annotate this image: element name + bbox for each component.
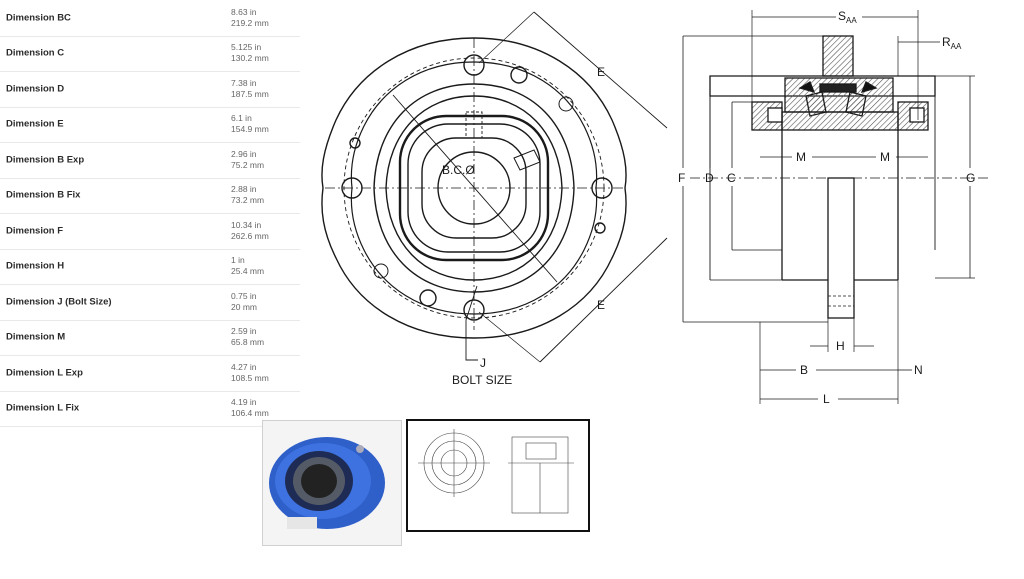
front-view-labels: B.C.Ø E E J BOLT SIZE xyxy=(442,65,605,387)
spec-label: Dimension F xyxy=(6,225,64,237)
c-label: C xyxy=(727,171,736,185)
m-label-left: M xyxy=(796,150,806,164)
spec-value-in: 4.27 in xyxy=(231,361,257,372)
spec-label: Dimension H xyxy=(6,260,65,272)
spec-value-mm: 75.2 mm xyxy=(231,159,265,170)
spec-value-mm: 187.5 mm xyxy=(231,88,269,99)
spec-value-in: 5.125 in xyxy=(231,42,262,53)
spec-value-in: 1 in xyxy=(231,255,245,266)
spec-label: Dimension E xyxy=(6,118,64,130)
spec-value-in: 8.63 in xyxy=(231,6,257,17)
spec-label: Dimension J (Bolt Size) xyxy=(6,296,112,308)
spec-label: Dimension C xyxy=(6,47,65,59)
e-label-top: E xyxy=(597,65,605,79)
spec-label: Dimension L Exp xyxy=(6,367,83,379)
bc-label: B.C.Ø xyxy=(442,163,475,177)
n-label: N xyxy=(914,363,923,377)
spec-value-in: 10.34 in xyxy=(231,219,262,230)
drawing-thumbnail[interactable] xyxy=(406,419,590,532)
spec-value-mm: 20 mm xyxy=(231,301,257,312)
spec-value-mm: 108.5 mm xyxy=(231,372,269,383)
saa-label: SAA xyxy=(838,9,857,25)
spec-value-mm: 73.2 mm xyxy=(231,195,265,206)
l-label: L xyxy=(823,392,830,406)
spec-value-mm: 25.4 mm xyxy=(231,266,265,277)
g-label: G xyxy=(966,171,975,185)
spec-label: Dimension B Exp xyxy=(6,154,85,166)
spec-label: Dimension B Fix xyxy=(6,189,81,201)
b-label: B xyxy=(800,363,808,377)
spec-value-mm: 219.2 mm xyxy=(231,17,269,28)
spec-value-mm: 106.4 mm xyxy=(231,408,269,419)
spec-label: Dimension D xyxy=(6,83,65,95)
product-photo-thumbnail[interactable] xyxy=(262,420,402,546)
bolt-size-label: BOLT SIZE xyxy=(452,373,512,387)
spec-value-in: 2.96 in xyxy=(231,148,257,159)
j-label: J xyxy=(480,356,486,370)
spec-label: Dimension M xyxy=(6,331,66,343)
h-label: H xyxy=(836,339,845,353)
spec-value-in: 2.59 in xyxy=(231,326,257,337)
spec-value-in: 6.1 in xyxy=(231,113,252,124)
spec-value-in: 7.38 in xyxy=(231,77,257,88)
spec-value-in: 0.75 in xyxy=(231,290,257,301)
flange-bearing-image xyxy=(263,421,401,545)
drawing-thumbnail-image xyxy=(408,421,584,526)
spec-value-mm: 65.8 mm xyxy=(231,337,265,348)
spec-label: Dimension L Fix xyxy=(6,402,80,414)
spec-label: Dimension BC xyxy=(6,12,71,24)
f-label: F xyxy=(678,171,685,185)
raa-label: RAA xyxy=(942,35,962,51)
spec-value-mm: 154.9 mm xyxy=(231,124,269,135)
d-label: D xyxy=(705,171,714,185)
spec-value-in: 4.19 in xyxy=(231,397,257,408)
m-label-right: M xyxy=(880,150,890,164)
side-view-labels: SAA RAA F D C G M M H B N L xyxy=(678,9,975,406)
front-view xyxy=(321,11,668,363)
spec-value-mm: 262.6 mm xyxy=(231,230,269,241)
e-label-bottom: E xyxy=(597,298,605,312)
spec-value-in: 2.88 in xyxy=(231,184,257,195)
side-view xyxy=(682,10,990,404)
spec-value-mm: 130.2 mm xyxy=(231,53,269,64)
